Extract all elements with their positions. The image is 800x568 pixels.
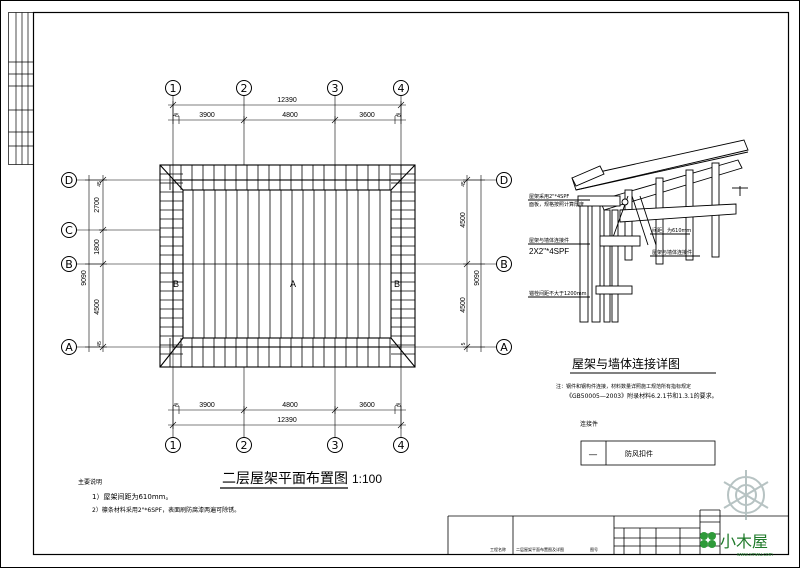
connection-detail xyxy=(528,139,749,323)
dim-right-offset-bottom: 5 xyxy=(461,342,467,345)
grid-label-top-1: 1 xyxy=(170,82,177,95)
watermark-clover-icon xyxy=(700,532,716,548)
dim-span-2-top: 4800 xyxy=(282,112,298,119)
grid-label-bottom-3: 3 xyxy=(332,439,339,452)
dimension-top xyxy=(168,101,406,124)
grid-label-left-C: C xyxy=(65,224,73,237)
title-block-cell-1: 工程名称 xyxy=(490,546,506,552)
detail-label-top-2: 面板，规格按照计算厚度 xyxy=(529,201,584,208)
notes-line-1: 1）屋架间距为610mm。 xyxy=(92,492,172,501)
binding-strip xyxy=(8,12,34,165)
dim-span-3-bottom: 3600 xyxy=(359,402,375,409)
dim-span-3-top: 3600 xyxy=(359,112,375,119)
watermark-snowflake-icon xyxy=(723,470,769,520)
dimension-bottom xyxy=(168,406,406,429)
truss-label-b-left: B xyxy=(173,279,179,289)
roof-plan: 1 2 3 4 1 2 3 4 D C B A D B A xyxy=(61,80,512,453)
dim-total-width-bottom: 12390 xyxy=(277,417,297,424)
watermark-url: www.xmwu.com xyxy=(737,552,773,558)
grid-label-right-D: D xyxy=(500,174,508,187)
grid-label-top-2: 2 xyxy=(241,82,248,95)
grid-label-bottom-1: 1 xyxy=(170,439,177,452)
general-notes: 主要说明 1）屋架间距为610mm。 2）檩条材料采用2"*6SPF，表面刷防腐… xyxy=(78,478,240,514)
connector-mark: — xyxy=(589,450,598,460)
truss-label-b-right: B xyxy=(394,279,400,289)
watermark-text: 小木屋 xyxy=(720,532,768,551)
detail-label-connector: 屋架与墙体连接件 xyxy=(652,249,692,256)
detail-label-plate: 屋架与墙体连接件 xyxy=(529,237,569,244)
dim-span-2-bottom: 4800 xyxy=(282,402,298,409)
grid-label-left-B: B xyxy=(65,258,73,271)
connector-heading: 连接件 xyxy=(580,420,598,428)
grid-label-bottom-2: 2 xyxy=(241,439,248,452)
inner-frame xyxy=(32,11,790,556)
plan-title: 二层屋架平面布置图 xyxy=(222,471,348,487)
dim-left-total: 9090 xyxy=(81,270,88,286)
notes-heading: 主要说明 xyxy=(78,478,102,486)
dim-offset-right-bottom: 45 xyxy=(395,403,401,409)
dimension-left xyxy=(85,175,107,352)
grid-label-left-D: D xyxy=(65,174,73,187)
dim-left-span-2: 1800 xyxy=(94,239,101,255)
dim-left-offset-bottom: 45 xyxy=(97,341,103,347)
title-block-cell-2: 图号 xyxy=(590,546,598,552)
title-block xyxy=(447,509,789,555)
grid-label-bottom-4: 4 xyxy=(398,439,405,452)
plan-scale: 1:100 xyxy=(352,472,382,486)
grid-label-left-A: A xyxy=(65,341,73,354)
detail-label-spacing: 间距，为610mm xyxy=(652,227,691,234)
grid-label-top-3: 3 xyxy=(332,82,339,95)
dim-left-span-1: 2700 xyxy=(94,197,101,213)
dim-offset-left-top: 45 xyxy=(173,113,179,119)
connector-name: 防风扣件 xyxy=(625,449,653,458)
dim-right-span-1: 4500 xyxy=(460,212,467,228)
dim-right-offset-top: 45 xyxy=(461,181,467,187)
dim-total-width-top: 12390 xyxy=(277,97,297,104)
detail-label-anchor: 锚栓间距不大于1200mm xyxy=(529,290,587,297)
truss-label-a: A xyxy=(290,279,296,289)
grid-axis-top xyxy=(61,80,512,453)
detail-title: 屋架与墙体连接详图 xyxy=(572,356,680,371)
connector-table xyxy=(580,440,716,466)
dim-span-1-bottom: 3900 xyxy=(199,402,215,409)
dim-right-span-2: 4500 xyxy=(460,297,467,313)
roof-rafters xyxy=(160,165,415,367)
dim-left-span-3: 4500 xyxy=(94,299,101,315)
dim-left-offset-top: 45 xyxy=(97,181,103,187)
grid-label-right-B: B xyxy=(500,258,508,271)
detail-note-2: 《GB50005—2003》附录材料6.2.1节和1.3.1的要求。 xyxy=(566,392,718,400)
dim-offset-left-bottom: 45 xyxy=(173,403,179,409)
dim-right-total: 9090 xyxy=(474,270,481,286)
grid-label-right-A: A xyxy=(500,341,508,354)
dim-span-1-top: 3900 xyxy=(199,112,215,119)
dim-offset-right-top: 45 xyxy=(395,113,401,119)
detail-label-member: 2X2"*4SPF xyxy=(529,247,569,256)
detail-note-1: 注：钢件和钢构件连接，材料数量详照施工规范所有指标规定 xyxy=(556,383,691,390)
detail-label-top: 屋架采用2"*4SPF xyxy=(529,193,569,200)
notes-line-2: 2）檩条材料采用2"*6SPF，表面刷防腐漆两遍可除锈。 xyxy=(92,506,240,514)
dimension-right xyxy=(463,175,485,352)
title-block-drawing-title: 二层屋架平面布置图及详图 xyxy=(516,546,564,552)
grid-label-top-4: 4 xyxy=(398,82,405,95)
